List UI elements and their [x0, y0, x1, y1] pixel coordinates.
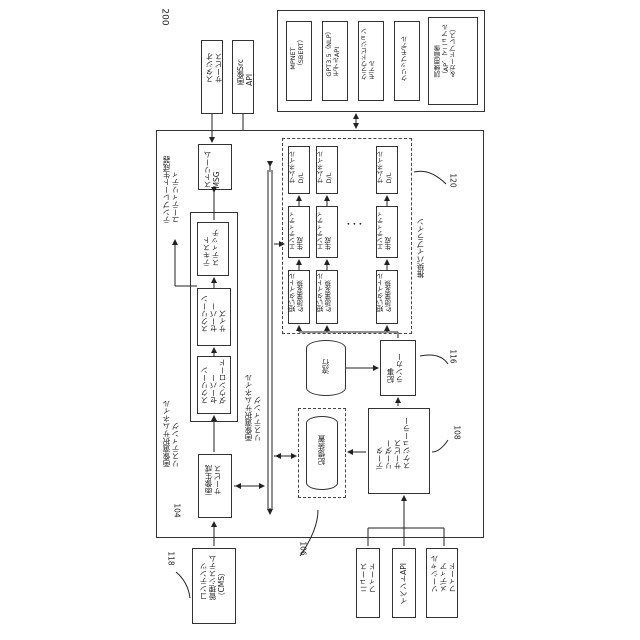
connector-lines	[0, 0, 640, 640]
